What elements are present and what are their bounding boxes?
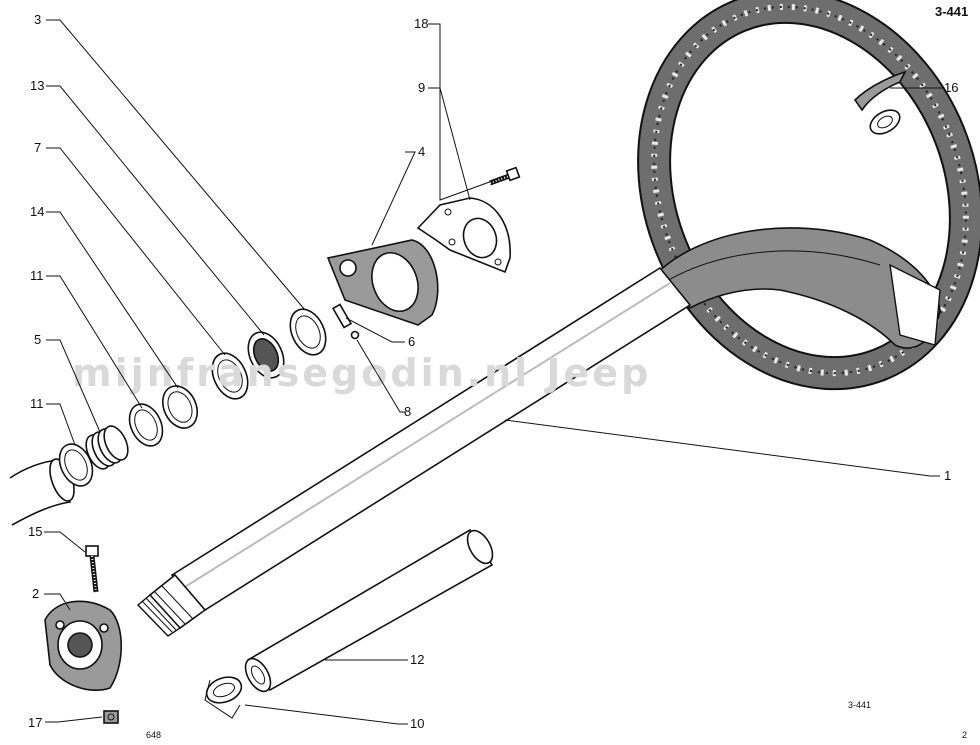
bearing-spring (85, 425, 129, 470)
leader-lines (44, 19, 944, 725)
callout-9: 9 (418, 80, 425, 95)
page-number-left: 648 (146, 730, 161, 740)
bearing-cage (247, 331, 285, 379)
horn-ring-clip (853, 70, 907, 135)
bolt-lower (85, 545, 99, 593)
callout-10: 10 (410, 716, 424, 731)
callout-7: 7 (34, 140, 41, 155)
bearing-race (211, 352, 249, 400)
tube-clamp (204, 676, 243, 719)
bearing-ring-upper (128, 403, 164, 447)
callout-13: 13 (30, 78, 44, 93)
lower-bracket (44, 600, 123, 692)
callout-2: 2 (32, 586, 39, 601)
callout-3: 3 (34, 12, 41, 27)
callout-17: 17 (28, 715, 42, 730)
bearing-ring-lower (58, 443, 94, 487)
callout-1: 1 (944, 468, 951, 483)
sheet-id-small: 3-441 (848, 700, 871, 710)
small-ball (350, 330, 360, 340)
callout-labels: 3 13 7 14 11 5 11 15 2 17 18 9 4 6 8 16 … (28, 12, 958, 731)
callout-8: 8 (404, 404, 411, 419)
callout-14: 14 (30, 204, 44, 219)
callout-15: 15 (28, 524, 42, 539)
mounting-plate (416, 197, 511, 274)
callout-6: 6 (408, 334, 415, 349)
bearing-seal (289, 308, 327, 356)
lower-tube-stub (9, 458, 75, 526)
steering-wheel (637, 0, 980, 391)
callout-16: 16 (944, 80, 958, 95)
steering-shaft (136, 266, 692, 637)
sheet-id: 3-441 (935, 4, 968, 19)
bolt-upper (489, 166, 521, 186)
callout-11-upper: 11 (30, 268, 44, 283)
callout-12: 12 (410, 652, 424, 667)
page-number-right: 2 (962, 730, 967, 740)
jacket-tube (244, 528, 494, 693)
spacer-pin (331, 303, 353, 329)
column-flange (326, 239, 439, 326)
callout-4: 4 (418, 144, 425, 159)
bearing-cup (161, 385, 199, 429)
callout-11-lower: 11 (30, 396, 44, 411)
watermark: mijnfransegodin.nl Jeep (72, 351, 651, 395)
callout-5: 5 (34, 332, 41, 347)
hex-nut (103, 710, 119, 724)
callout-18: 18 (414, 16, 428, 31)
